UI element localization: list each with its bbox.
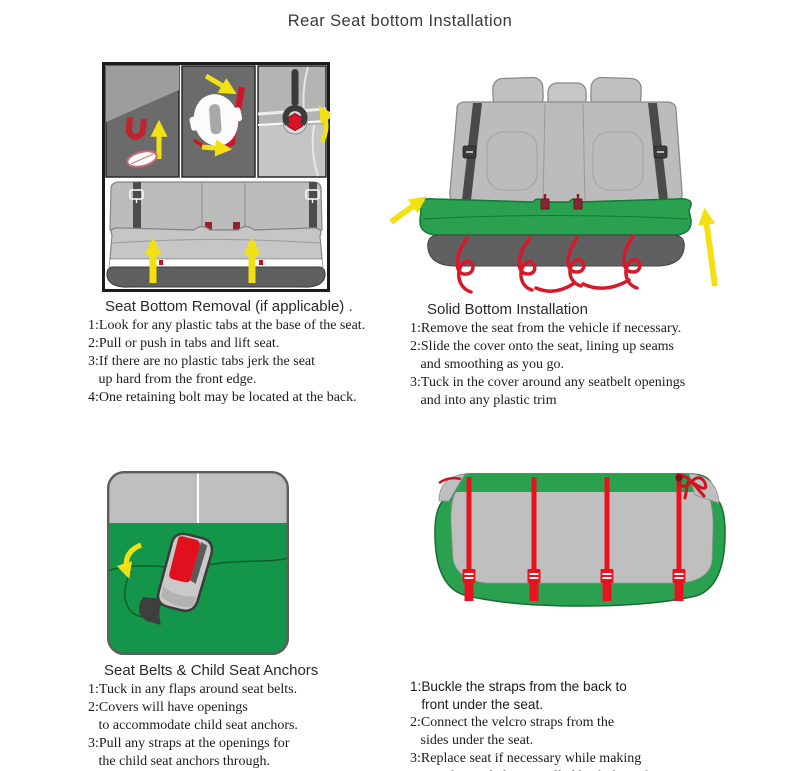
seatbelt-anchor-illustration [107, 471, 289, 655]
cover-underside-illustration [434, 473, 726, 607]
instruction-step: 4:One retaining bolt may be located at t… [88, 390, 357, 405]
buckle-glyph [129, 189, 320, 203]
instruction-step: 1:Tuck in any flaps around seat belts. [88, 682, 298, 697]
rear-seat-figure [389, 76, 718, 294]
instruction-step: 3:Tuck in the cover around any seatbelt … [410, 375, 686, 408]
push-arrow-icon [201, 139, 233, 157]
anchor-clip [573, 198, 583, 210]
strap-icon [600, 477, 614, 601]
instruction-step: 1:Look for any plastic tabs at the base … [88, 318, 366, 333]
slide-arrow-icon [698, 207, 718, 287]
section-heading: Seat Bottom Removal (if applicable) . [105, 298, 353, 315]
section-heading: Seat Belts & Child Seat Anchors [104, 662, 319, 679]
instruction-step: 2:Pull or push in tabs and lift seat. [88, 336, 280, 351]
instruction-step: 2:Connect the velcro straps from the sid… [410, 715, 615, 748]
seatbelt-strap [309, 182, 317, 230]
anchor-clip [540, 198, 550, 210]
wrench-icon [282, 69, 308, 127]
clip-release-panel [181, 65, 256, 178]
strap-icon [672, 477, 686, 601]
instruction-step: 3:Replace seat if necessary while making… [410, 751, 656, 771]
slide-arrow-icon [389, 196, 427, 225]
strap-icon [462, 477, 476, 601]
installation-instructions: Solid Bottom Installation 1:Remove the s… [410, 301, 740, 410]
cover-underside-figure [434, 473, 726, 607]
instruction-step: 2:Slide the cover onto the seat, lining … [410, 339, 675, 372]
anchor-clip [233, 222, 240, 232]
seatbelt-buckle [156, 532, 214, 612]
page-title: Rear Seat bottom Installation [287, 12, 513, 30]
instruction-step: 3:If there are no plastic tabs jerk the … [88, 354, 316, 387]
cover-installed-illustration [389, 76, 718, 294]
plastic-tab-panel [105, 65, 180, 178]
bolt-wrench-panel [257, 65, 330, 178]
removal-instructions: Seat Bottom Removal (if applicable) . 1:… [88, 298, 418, 407]
strap-cords [455, 234, 642, 294]
section-heading: Solid Bottom Installation [427, 301, 588, 318]
anchors-instructions: Seat Belts & Child Seat Anchors 1:Tuck i… [88, 662, 418, 771]
plastic-tab-icon [126, 150, 158, 168]
instruction-step: 2:Covers will have openings to accommoda… [88, 700, 298, 733]
turn-arrow-icon [318, 105, 330, 144]
tuck-arrow-icon [116, 542, 143, 579]
clip-icon [189, 94, 243, 146]
seatbelt-strap [133, 182, 141, 230]
strap-icon [527, 477, 541, 601]
instruction-step: 1:Remove the seat from the vehicle if ne… [410, 321, 682, 336]
anchor-clip [205, 222, 212, 232]
push-arrow-icon [204, 73, 237, 95]
instruction-step: 3:Pull any straps at the openings for th… [88, 736, 290, 769]
removal-steps-illustration [102, 62, 330, 292]
instruction-step: 1:Buckle the straps from the back to fro… [410, 679, 627, 712]
straps-instructions: 1:Buckle the straps from the back to fro… [410, 678, 740, 771]
hook-icon [125, 117, 147, 140]
seat-lift-figure [106, 181, 326, 288]
